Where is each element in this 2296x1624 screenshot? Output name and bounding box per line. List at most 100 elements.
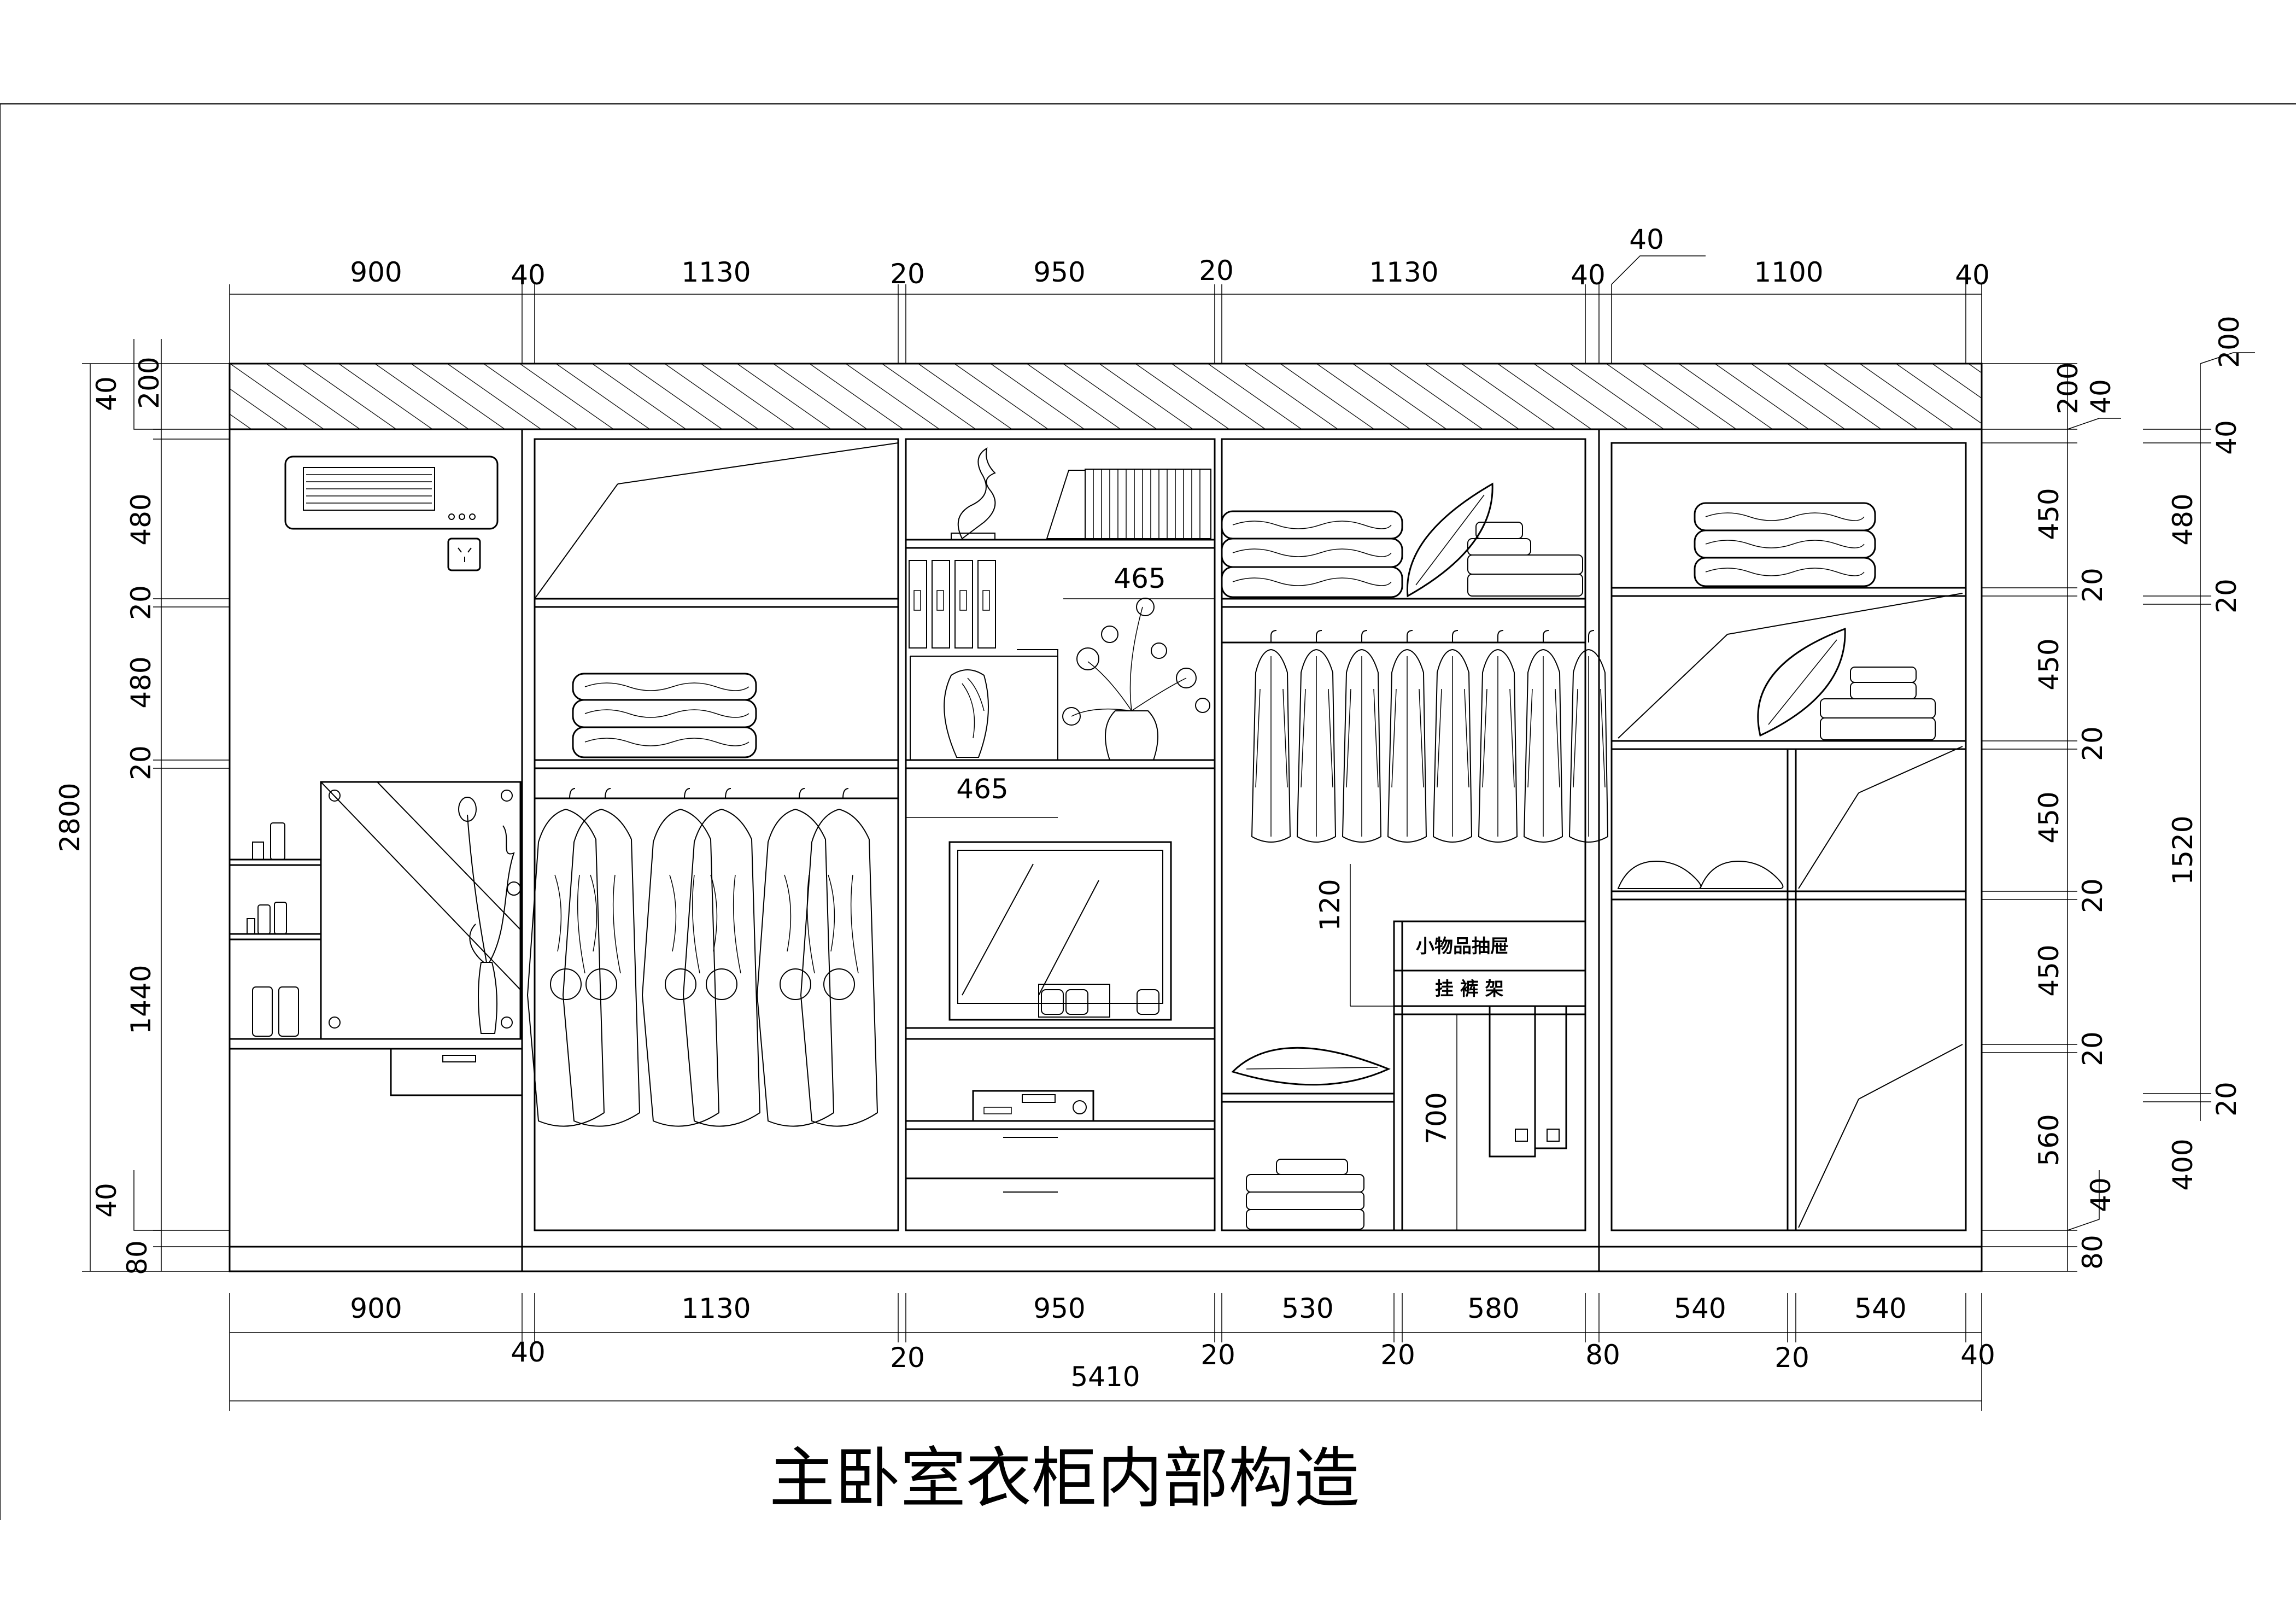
svg-text:1130: 1130 <box>681 256 751 288</box>
svg-text:40: 40 <box>2211 420 2242 455</box>
shirt-icon <box>1478 630 1518 843</box>
shirt-icon <box>1387 630 1427 843</box>
rack-label: 挂 裤 架 <box>1435 978 1504 1000</box>
pillow-icon <box>1757 627 1846 737</box>
svg-text:530: 530 <box>1281 1293 1333 1324</box>
svg-text:540: 540 <box>1674 1293 1726 1324</box>
coat-icon <box>526 788 605 1127</box>
svg-text:900: 900 <box>350 1293 402 1324</box>
svg-text:700: 700 <box>1421 1092 1452 1144</box>
books-icon <box>1046 469 1211 539</box>
svg-text:540: 540 <box>1854 1293 1906 1324</box>
svg-text:20: 20 <box>2077 1031 2108 1066</box>
hanging-shirts <box>1251 630 1609 843</box>
pillow-icon <box>1231 1047 1391 1086</box>
svg-text:1440: 1440 <box>125 965 157 1034</box>
flower-vase-icon <box>1062 598 1210 761</box>
shirt-icon <box>1432 630 1473 843</box>
drawing-title: 主卧室衣柜内部构造 <box>769 1441 1360 1517</box>
svg-text:40: 40 <box>2085 1177 2117 1212</box>
svg-text:5410: 5410 <box>1070 1361 1140 1393</box>
coat-icon <box>562 788 641 1127</box>
svg-text:20: 20 <box>1380 1339 1415 1371</box>
svg-text:465: 465 <box>956 773 1008 805</box>
coat-icon <box>800 788 878 1127</box>
coat-icon <box>641 788 720 1127</box>
decor-sculpture-icon <box>951 447 996 540</box>
svg-text:20: 20 <box>2077 878 2108 913</box>
folded-cloth-stack <box>1246 1159 1364 1230</box>
svg-text:20: 20 <box>2077 568 2108 603</box>
svg-text:20: 20 <box>2211 1082 2242 1117</box>
binders-icon <box>909 560 996 649</box>
svg-text:20: 20 <box>890 1342 925 1374</box>
folded-cloth-stack <box>1820 667 1936 740</box>
svg-text:1100: 1100 <box>1754 256 1823 288</box>
svg-text:40: 40 <box>91 1183 122 1218</box>
svg-text:480: 480 <box>125 656 157 708</box>
svg-text:80: 80 <box>121 1240 153 1275</box>
folded-cloth-stack <box>1467 522 1583 597</box>
tv-icon <box>948 841 1172 1021</box>
svg-text:950: 950 <box>1033 256 1085 288</box>
shirt-icon <box>1342 630 1382 843</box>
svg-text:40: 40 <box>511 1336 546 1368</box>
folded-towels-stack <box>572 673 757 758</box>
svg-text:200: 200 <box>2052 362 2084 414</box>
vase-display-box <box>910 649 1058 761</box>
svg-text:1520: 1520 <box>2167 815 2199 885</box>
svg-text:40: 40 <box>91 376 122 411</box>
svg-text:400: 400 <box>2167 1138 2199 1190</box>
shoes-icon <box>1617 860 1784 889</box>
svg-text:20: 20 <box>2211 579 2242 614</box>
shirt-icon <box>1296 630 1337 843</box>
shirt-icon <box>1523 630 1563 843</box>
svg-text:480: 480 <box>125 493 157 545</box>
pillow-icon <box>1406 482 1493 598</box>
coat-icon <box>682 788 761 1127</box>
svg-text:200: 200 <box>2213 316 2245 367</box>
folded-towels-stack <box>1694 502 1876 587</box>
svg-text:450: 450 <box>2033 488 2065 540</box>
svg-text:200: 200 <box>133 357 165 408</box>
svg-text:40: 40 <box>2085 379 2117 414</box>
dimension-labels: 900 40 1130 20 950 20 1130 40 40 1100 40… <box>54 224 2245 1393</box>
svg-text:80: 80 <box>1585 1339 1620 1371</box>
svg-text:480: 480 <box>2167 493 2199 545</box>
svg-text:20: 20 <box>1200 1339 1235 1371</box>
svg-text:40: 40 <box>1960 1339 1995 1371</box>
svg-text:450: 450 <box>2033 638 2065 690</box>
folded-towels-stack <box>1221 510 1403 598</box>
svg-text:560: 560 <box>2033 1114 2065 1166</box>
svg-text:40: 40 <box>1955 259 1990 291</box>
svg-text:450: 450 <box>2033 944 2065 996</box>
svg-text:1130: 1130 <box>681 1293 751 1324</box>
svg-text:120: 120 <box>1314 879 1346 931</box>
svg-text:1130: 1130 <box>1369 256 1438 288</box>
air-conditioner-icon <box>284 455 499 530</box>
svg-text:2800: 2800 <box>54 782 86 852</box>
svg-text:450: 450 <box>2033 791 2065 843</box>
hanging-coats <box>526 788 878 1127</box>
power-socket-icon <box>447 538 481 571</box>
svg-text:20: 20 <box>2077 726 2108 761</box>
svg-text:40: 40 <box>1629 224 1664 255</box>
wardrobe-body <box>229 363 1983 1272</box>
svg-text:20: 20 <box>125 745 157 780</box>
video-player-icon <box>972 1090 1094 1122</box>
shirt-icon <box>1568 630 1609 843</box>
svg-text:80: 80 <box>2077 1235 2108 1270</box>
svg-text:950: 950 <box>1033 1293 1085 1324</box>
dressing-table <box>230 781 523 1096</box>
svg-text:465: 465 <box>1114 563 1165 594</box>
trousers-icon <box>1489 1005 1567 1158</box>
svg-text:40: 40 <box>1571 259 1606 291</box>
coat-icon <box>756 788 835 1127</box>
drawer-label: 小物品抽屉 <box>1416 936 1509 957</box>
svg-text:900: 900 <box>350 256 402 288</box>
svg-text:580: 580 <box>1467 1293 1519 1324</box>
svg-text:20: 20 <box>125 585 157 620</box>
sheet-border <box>0 103 2296 1520</box>
ceiling-hatch <box>229 363 1983 430</box>
